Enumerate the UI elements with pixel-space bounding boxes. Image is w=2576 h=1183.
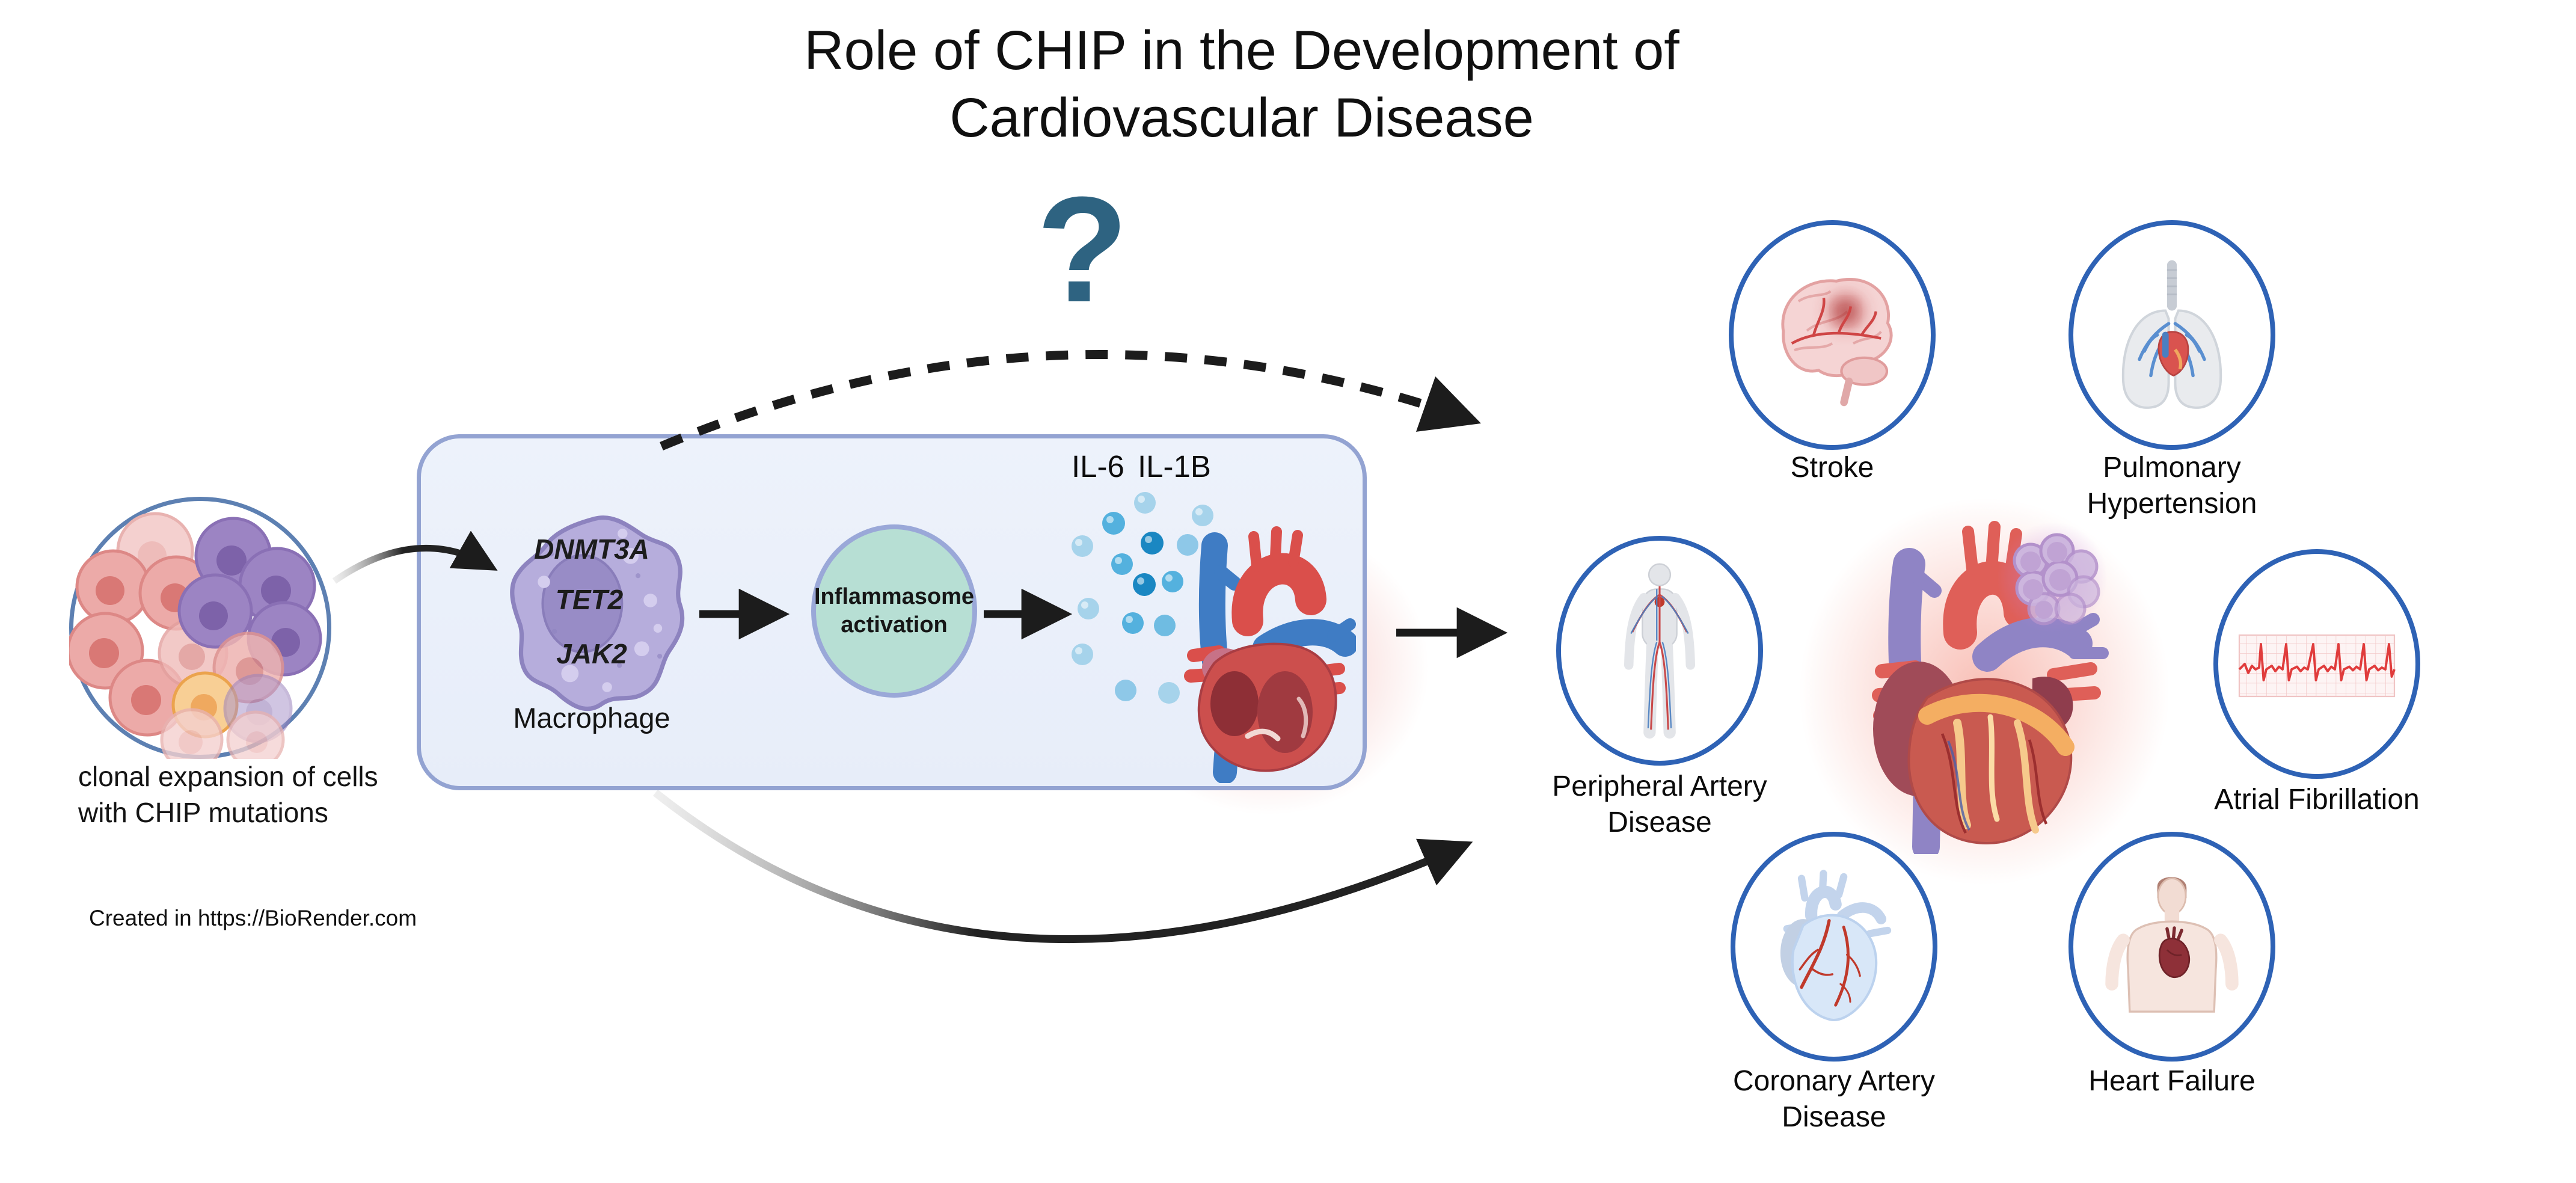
- panel-to-lower-outcomes-arrow: [652, 789, 1473, 944]
- page-title: Role of CHIP in the Development of Cardi…: [804, 17, 1679, 152]
- lungs-icon: [2121, 260, 2222, 409]
- inflammasome-line-2: activation: [841, 612, 948, 638]
- question-mark-icon: ?: [1036, 165, 1129, 333]
- inflammasome-circle: Inflammasome activation: [811, 524, 977, 698]
- outcome-circle-stroke: [1729, 220, 1936, 450]
- outcome-label-atrial-fibrillation: Atrial Fibrillation: [2214, 784, 2420, 816]
- gene-label-dnmt3a: DNMT3A: [534, 533, 649, 565]
- outcome-label-peripheral-artery-disease: Peripheral Artery Disease: [1552, 770, 1767, 839]
- outcome-circle-atrial-fibrillation: [2213, 549, 2420, 779]
- outcome-label-heart-failure: Heart Failure: [2088, 1065, 2256, 1097]
- cytokine-dots-icon: [1072, 492, 1213, 704]
- ecg-icon: [2238, 634, 2396, 698]
- cell-cluster-icon: [69, 512, 322, 759]
- clonal-caption-line-2: with CHIP mutations: [78, 796, 328, 828]
- outcome-label-stroke: Stroke: [1790, 452, 1874, 484]
- inflammasome-line-1: Inflammasome: [814, 583, 975, 609]
- body-vasculature-icon: [1624, 563, 1696, 739]
- outcome-label-pulmonary-hypertension: Pulmonary Hypertension: [2087, 452, 2257, 520]
- brain-icon: [1781, 278, 1893, 407]
- outcome-circle-heart-failure: [2068, 832, 2275, 1062]
- biorender-credit: Created in https://BioRender.com: [89, 906, 417, 930]
- macrophage-label: Macrophage: [513, 702, 670, 734]
- macrophage-icon: [510, 515, 685, 711]
- cytokine-label-il1b: IL-1B: [1138, 449, 1211, 484]
- outcome-circle-pulmonary-hypertension: [2068, 220, 2275, 450]
- torso-heart-icon: [2105, 877, 2239, 1013]
- dashed-question-arrow: [660, 350, 1482, 450]
- clonal-caption-line-1: clonal expansion of cells: [78, 761, 378, 792]
- outcome-circle-coronary-artery-disease: [1731, 832, 1937, 1062]
- outcome-circle-peripheral-artery-disease: [1556, 536, 1763, 766]
- cad-heart-icon: [1780, 870, 1892, 1021]
- gene-label-tet2: TET2: [555, 584, 624, 615]
- inflamed-heart-icon: [1184, 526, 1356, 783]
- cells-to-macrophage-arrow: [332, 530, 498, 584]
- central-heart-icon: [1872, 521, 2109, 854]
- outcome-label-coronary-artery-disease: Coronary Artery Disease: [1732, 1065, 1936, 1134]
- title-line-2: Cardiovascular Disease: [949, 87, 1534, 149]
- cytokine-label-il6: IL-6: [1072, 449, 1124, 484]
- clonal-caption: clonal expansion of cells with CHIP muta…: [78, 759, 378, 831]
- gene-label-jak2: JAK2: [556, 638, 627, 669]
- title-line-1: Role of CHIP in the Development of: [804, 20, 1679, 81]
